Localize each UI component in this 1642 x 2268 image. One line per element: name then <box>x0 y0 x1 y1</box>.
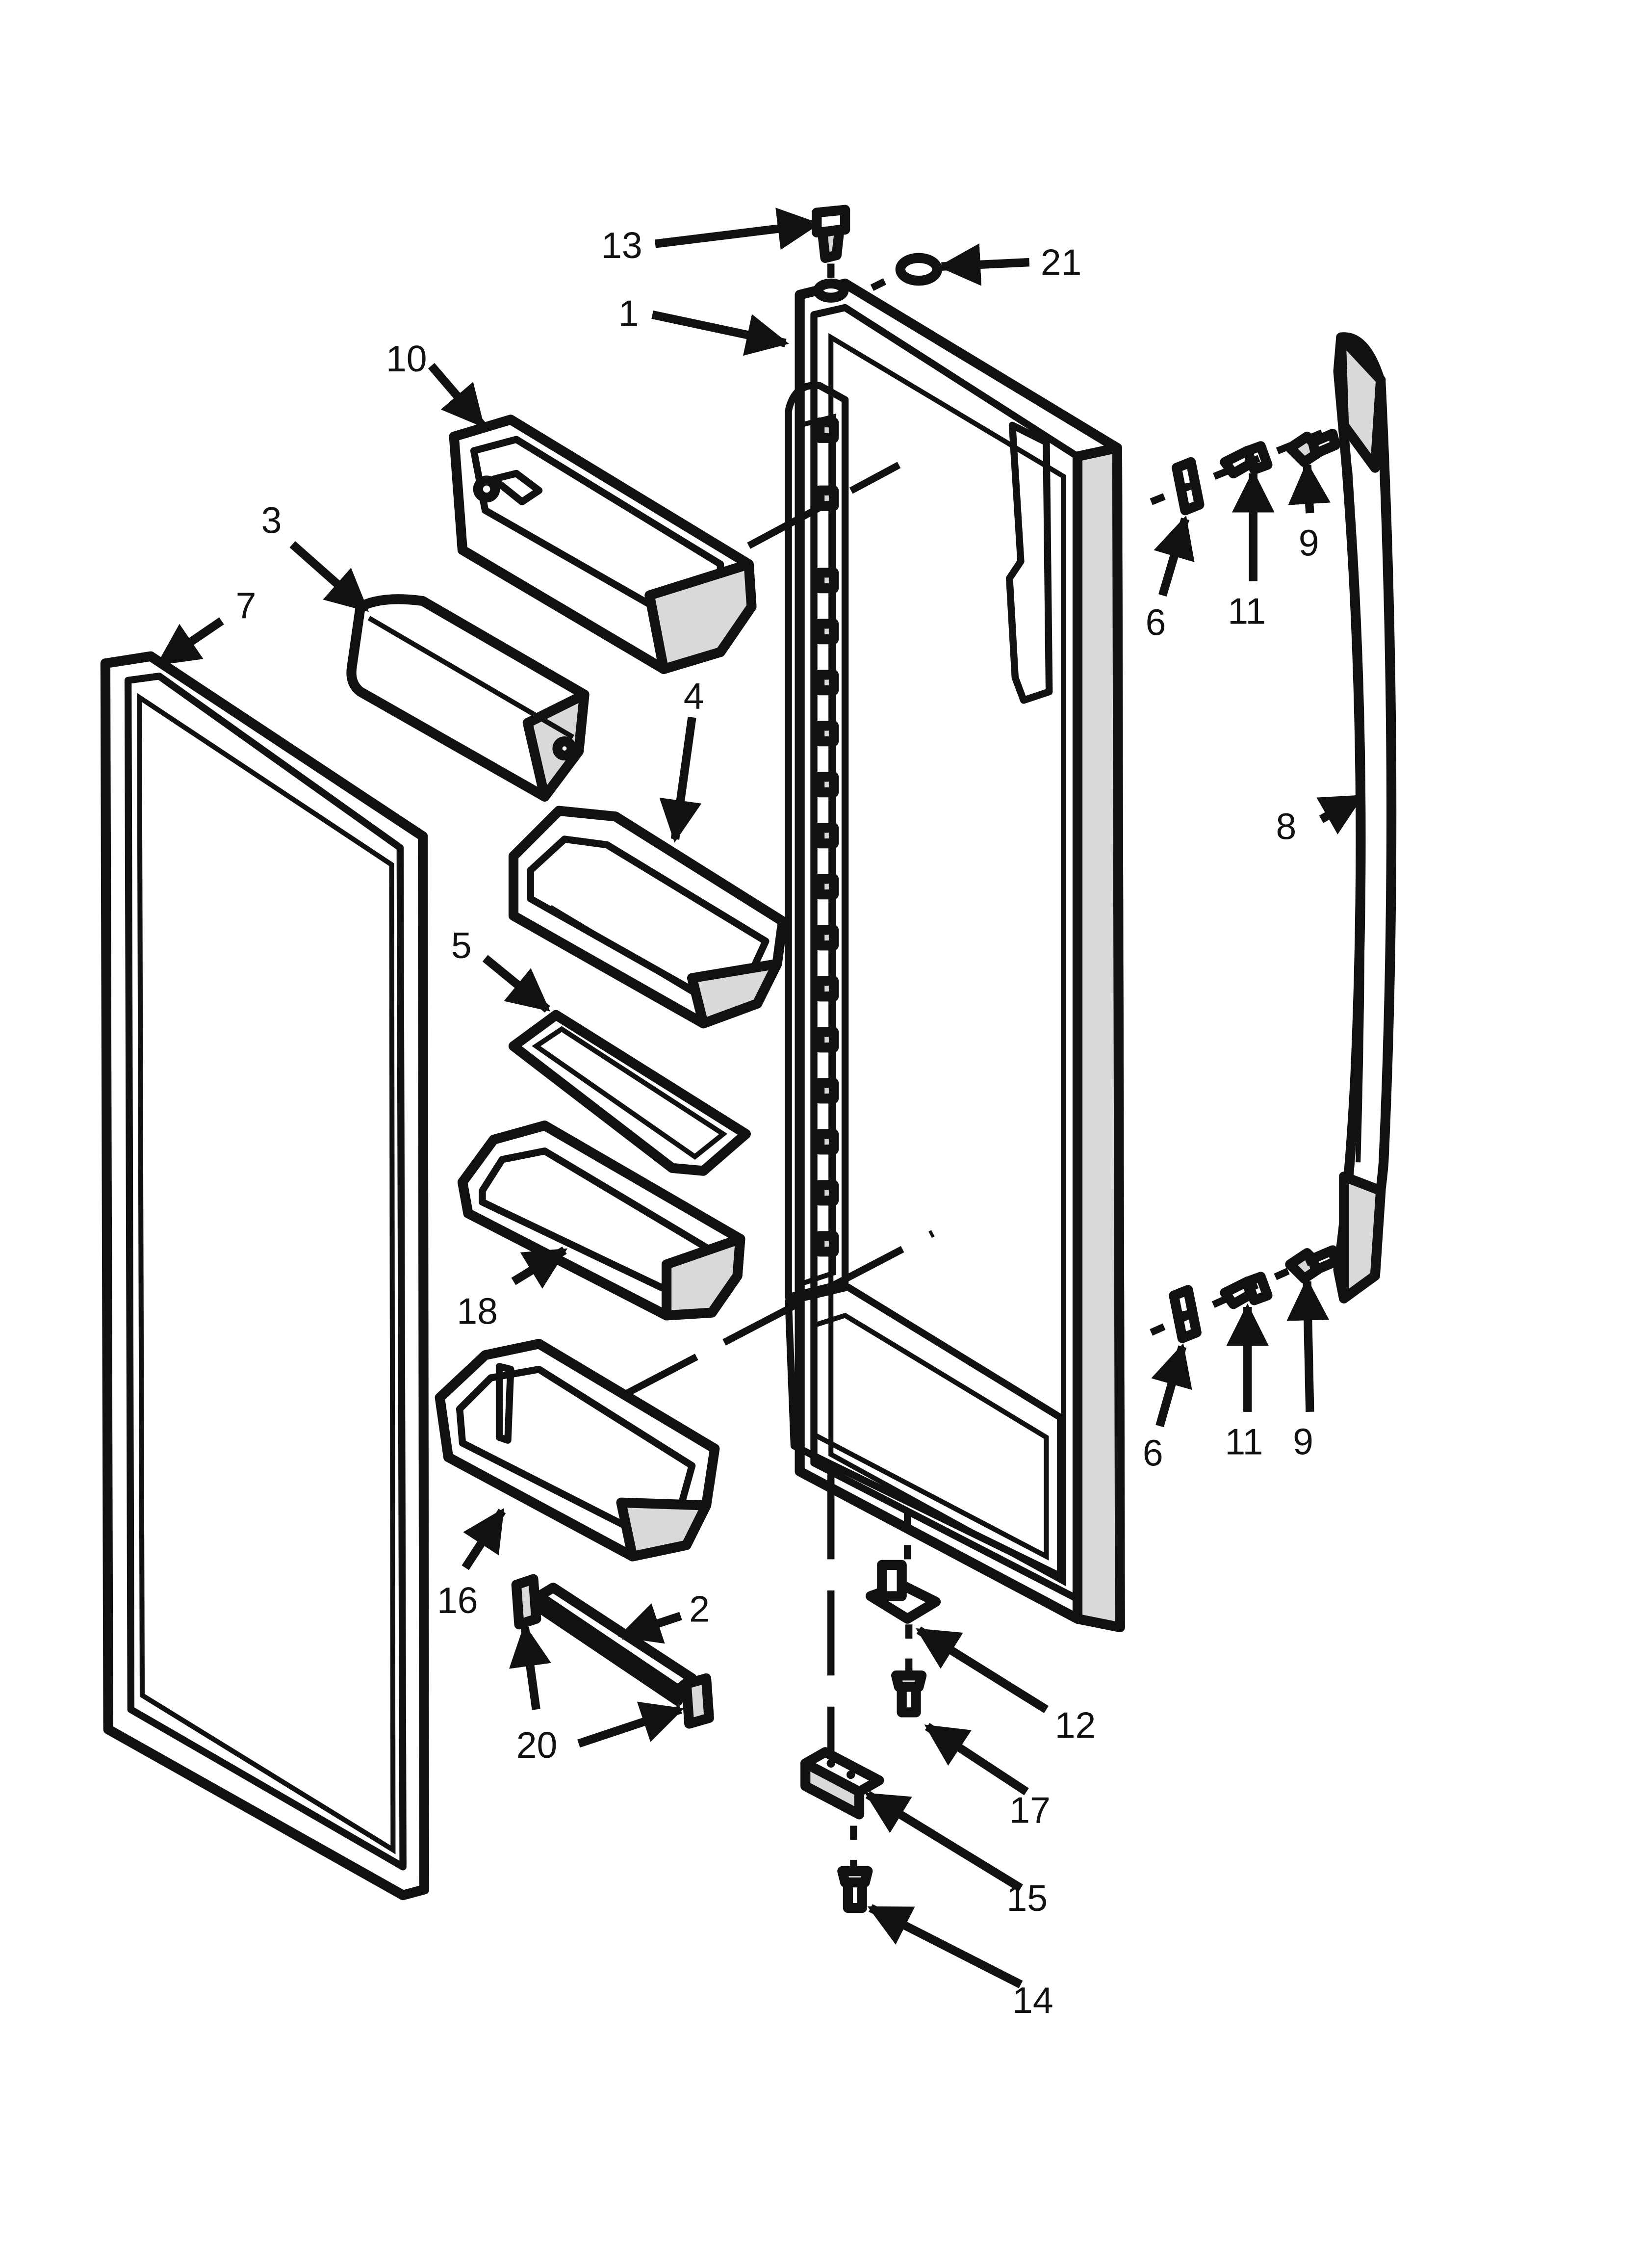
hinge-pin-screw <box>891 1670 927 1718</box>
middle-door-bin <box>457 1121 745 1321</box>
leader-arrows <box>156 208 1364 1988</box>
callout-bolt-lower: 9 <box>1293 1421 1313 1462</box>
callout-screw-lower: 11 <box>1225 1421 1263 1462</box>
callout-handle: 8 <box>1276 806 1296 847</box>
callout-insert: 5 <box>451 925 472 966</box>
callout-cover: 3 <box>261 499 282 541</box>
callout-gasket: 7 <box>236 585 257 626</box>
callout-screw-upper: 11 <box>1228 590 1266 631</box>
callout-door: 1 <box>618 293 639 334</box>
door-handle <box>1333 332 1397 1303</box>
shelf-rail <box>534 1582 697 1706</box>
callout-rail: 2 <box>689 1588 710 1629</box>
callout-bin-lower: 16 <box>437 1580 478 1621</box>
door-liner <box>785 278 1125 1633</box>
callout-washer: 21 <box>1041 242 1082 283</box>
upper-door-bin <box>508 806 788 1029</box>
callout-dairy-compartment: 10 <box>386 338 427 379</box>
callout-clip-lower: 6 <box>1143 1433 1163 1474</box>
callout-bolt-upper: 9 <box>1299 522 1319 564</box>
callout-clip-upper: 6 <box>1146 601 1166 643</box>
lower-door-bin <box>435 1339 720 1562</box>
bottom-hinge-screw <box>837 1866 873 1913</box>
door-gasket <box>100 651 430 1901</box>
callout-hinge-screw: 14 <box>1012 1980 1053 2021</box>
rail-end-caps <box>511 1574 714 1729</box>
callout-bin-upper: 4 <box>684 676 704 717</box>
dairy-cover <box>346 594 590 802</box>
callout-hinge-pin: 12 <box>1055 1704 1096 1746</box>
callout-end-cap: 20 <box>516 1724 558 1766</box>
handle-bolt-lower <box>1285 1245 1340 1284</box>
top-hinge-plug <box>812 205 850 263</box>
bottom-hinge-bracket <box>800 1747 884 1820</box>
hinge-pin-assembly <box>866 1560 941 1624</box>
bin-insert <box>508 1010 751 1176</box>
alignment-lines <box>619 263 1343 1869</box>
handle-bolt-upper <box>1285 429 1340 468</box>
callout-bin-middle: 18 <box>457 1291 498 1332</box>
callout-plug: 13 <box>601 225 642 266</box>
dairy-compartment <box>449 415 757 674</box>
callout-pin-screw: 17 <box>1009 1790 1051 1831</box>
callout-labels: 13 21 1 10 3 7 4 5 18 16 2 20 12 17 15 1… <box>236 225 1319 2021</box>
hinge-washer <box>895 253 943 286</box>
callout-hinge-bracket: 15 <box>1007 1877 1048 1919</box>
